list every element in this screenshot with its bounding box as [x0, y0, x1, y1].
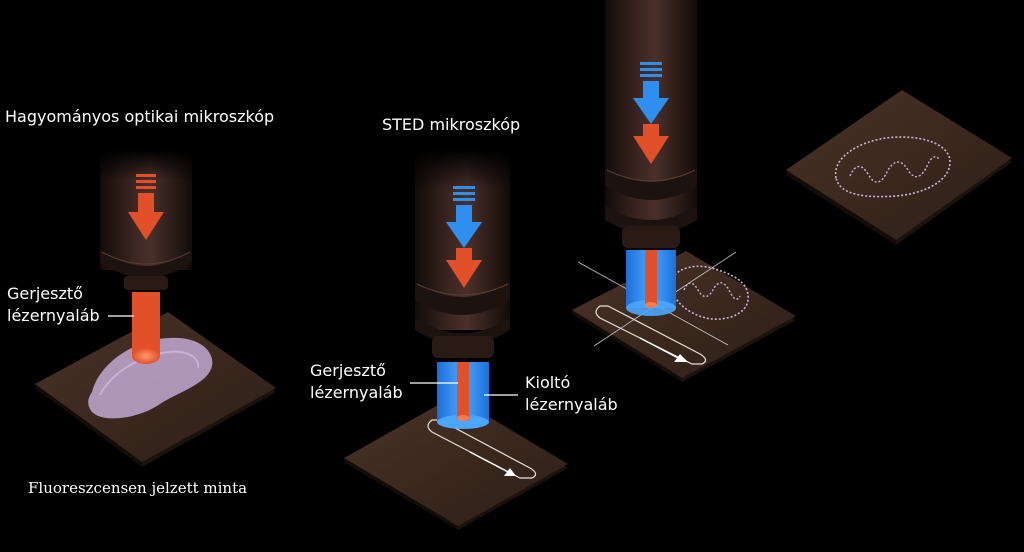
sted-beam	[437, 362, 489, 429]
sted-sample-plate	[344, 396, 568, 530]
excitation-1-label-line2: lézernyaláb	[7, 306, 100, 325]
result-sample-plate	[786, 90, 1012, 245]
scanning-beam	[626, 250, 676, 316]
scanning-sample-plate	[572, 251, 796, 382]
conventional-excitation-arrow	[128, 174, 164, 240]
result-mitochondrion-outline	[834, 136, 951, 198]
conventional-excitation-beam	[132, 292, 160, 364]
conventional-title: Hagyományos optikai mikroszkóp	[5, 107, 275, 126]
fluorescent-sample-blob	[88, 337, 213, 419]
scanning-depletion-arrow	[633, 62, 669, 124]
excitation-2-label-line1: Gerjesztő	[310, 361, 386, 380]
sted-scan-path	[427, 419, 537, 479]
scanning-scan-path	[595, 305, 707, 365]
scanning-excitation-arrow	[633, 124, 669, 164]
excitation-1-label-line1: Gerjesztő	[7, 284, 83, 303]
excitation-2-label-line2: lézernyaláb	[310, 383, 403, 402]
depletion-label-line2: lézernyaláb	[525, 395, 618, 414]
sted-title: STED mikroszkóp	[382, 115, 521, 134]
sample-caption: Fluoreszcensen jelzett minta	[28, 479, 248, 497]
scanning-mitochondrion-outline	[670, 265, 749, 320]
depletion-label-line1: Kioltó	[525, 373, 571, 392]
sted-depletion-arrow-1	[446, 186, 482, 248]
sted-excitation-arrow-1	[446, 248, 482, 288]
